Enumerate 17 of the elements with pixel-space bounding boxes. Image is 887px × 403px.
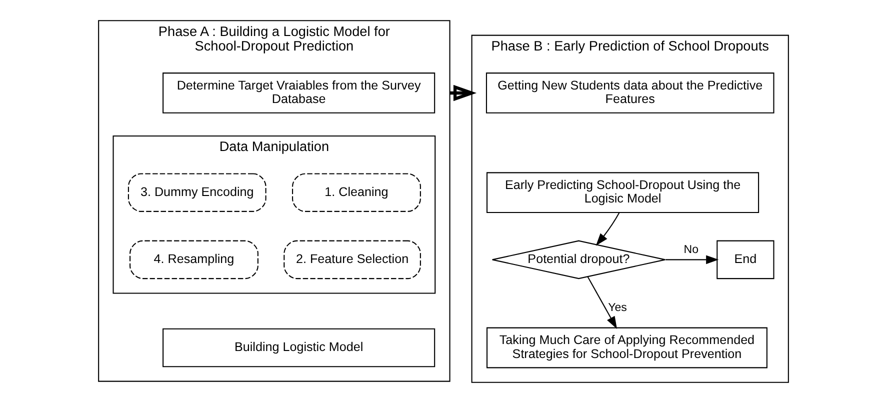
arrow xyxy=(587,276,618,329)
edge-label: Yes xyxy=(608,302,627,314)
node-box: Getting New Students data about the Predictive Features xyxy=(486,72,774,114)
node-box: 1. Cleaning xyxy=(292,173,421,212)
node-box: 2. Feature Selection xyxy=(284,240,421,280)
node-box: Taking Much Care of Applying Recommended Strategies for School-Dropout Prevention xyxy=(486,327,768,368)
node-box: 3. Dummy Encoding xyxy=(128,173,266,212)
edge-label: No xyxy=(684,244,699,256)
node-box: Determine Target Vraiables from the Survey Database xyxy=(162,72,436,114)
arrow xyxy=(450,84,477,102)
node-diamond: Potential dropout? xyxy=(492,240,666,280)
arrow xyxy=(666,255,719,264)
node-box: Building Logistic Model xyxy=(162,328,436,368)
node-box: Early Predicting School-Dropout Using the Logisic Model xyxy=(486,172,760,214)
node-box: End xyxy=(716,240,774,280)
node-box: 4. Resampling xyxy=(130,240,258,280)
arrow xyxy=(596,212,620,246)
